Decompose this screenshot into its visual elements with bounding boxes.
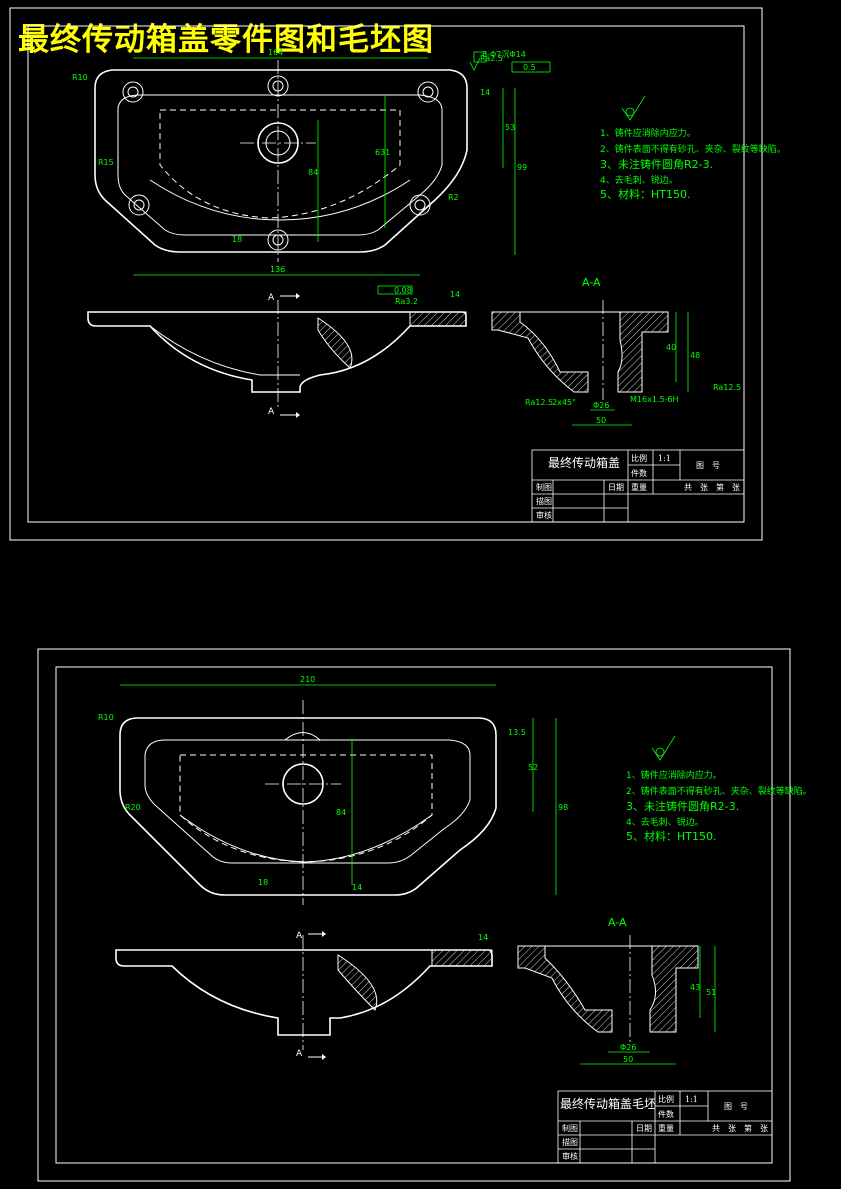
dim-d26: Φ26 — [593, 401, 609, 410]
sheet2-dim-98: 98 — [558, 803, 568, 812]
sheet1-tb-review-label: 审核 — [536, 510, 552, 520]
sheet2-tb-check-label: 描图 — [562, 1137, 578, 1147]
sheet2-inner-border — [55, 666, 773, 1164]
sheet2-tb-weight-label: 重量 — [658, 1123, 674, 1133]
drawing-headline: 最终传动箱盖零件图和毛坯图 — [18, 22, 434, 58]
sheet2-dim-18: 18 — [258, 878, 268, 887]
sheet2-tb-scale-label: 比例 — [658, 1094, 674, 1104]
sheet1-note-2: 2、铸件表面不得有砂孔、夹杂、裂纹等缺陷。 — [600, 143, 786, 155]
sheet2-note-4: 4、去毛刺、锐边。 — [626, 816, 704, 828]
sheet2-dim-14-front: 14 — [478, 933, 488, 942]
sheet1-plan-view: 164 136 99 53 631 84 18 14 R10 R15 R2 6-… — [72, 48, 551, 276]
dim-50: 50 — [596, 416, 606, 425]
dim-631: 631 — [375, 148, 390, 157]
sheet2-dim-50: 50 — [623, 1055, 633, 1064]
sheet1-technical-notes: 1、铸件应消除内应力。 2、铸件表面不得有砂孔、夹杂、裂纹等缺陷。 3、未注铸件… — [600, 95, 786, 201]
sheet2-title-block: 最终传动箱盖毛坯 比例 1:1 件数 图 号 制图 日期 重量 共 张 第 张 … — [557, 1090, 773, 1164]
sheet2-dim-51: 51 — [706, 988, 716, 997]
sheet2-note-1: 1、铸件应消除内应力。 — [626, 769, 722, 781]
dim-chamfer: 2x45° — [552, 398, 576, 407]
sheet1-tb-weight-label: 重量 — [631, 482, 647, 492]
sheet2-tb-scale: 1:1 — [685, 1095, 698, 1104]
sheet2-outer-border — [37, 648, 791, 1182]
dim-99: 99 — [517, 163, 527, 172]
sheet1-tb-drawn-label: 制图 — [536, 482, 552, 492]
section-mark-top: A — [268, 293, 275, 303]
dim-14: 14 — [480, 88, 490, 97]
dim-r2: R2 — [448, 193, 459, 202]
sheet2-tb-drawn-label: 制图 — [562, 1123, 578, 1133]
sheet-2-blank-drawing: 210 98 52 13.5 84 18 14 R10 R20 A A 14 — [37, 648, 812, 1182]
dim-136: 136 — [270, 265, 285, 274]
sheet1-outer-border — [9, 7, 763, 541]
sheet2-tb-pieces-label: 件数 — [658, 1109, 674, 1119]
dim-ra32: Ra3.2 — [395, 297, 418, 306]
sheet-1-part-drawing: 164 136 99 53 631 84 18 14 R10 R15 R2 6-… — [9, 7, 786, 541]
sheet1-tb-scale: 1:1 — [658, 454, 671, 463]
sheet2-note-3: 3、未注铸件圆角R2-3. — [626, 799, 739, 813]
sheet1-tb-scale-label: 比例 — [631, 453, 647, 463]
sheet2-dim-210: 210 — [300, 675, 315, 684]
sheet1-tb-title: 最终传动箱盖 — [548, 455, 620, 470]
sheet1-note-5: 5、材料：HT150. — [600, 187, 690, 201]
sheet1-section-label: A-A — [582, 276, 601, 289]
dim-84: 84 — [308, 168, 318, 177]
sheet2-front-view: A A 14 — [115, 931, 493, 1060]
sheet1-note-3: 3、未注铸件圆角R2-3. — [600, 157, 713, 171]
sheet2-technical-notes: 1、铸件应消除内应力。 2、铸件表面不得有砂孔、夹杂、裂纹等缺陷。 3、未注铸件… — [626, 735, 812, 843]
dim-48: 48 — [690, 351, 700, 360]
sheet2-section-mark-bottom: A — [296, 1049, 303, 1059]
sheet2-dim-14: 14 — [352, 883, 362, 892]
sheet1-title-block: 最终传动箱盖 比例 1:1 件数 图 号 制图 日期 重量 共 张 第 张 描图… — [531, 449, 745, 523]
dim-ra125-right: Ra12.5 — [713, 383, 741, 392]
dim-r10: R10 — [72, 73, 88, 82]
dim-pos: 0.5 — [523, 63, 536, 72]
dim-18: 18 — [232, 235, 242, 244]
sheet2-dim-d26: Φ26 — [620, 1043, 636, 1052]
sheet2-section-mark-top: A — [296, 931, 303, 941]
sheet1-tb-sheets-label: 共 张 第 张 — [684, 482, 740, 492]
sheet2-dim-84: 84 — [336, 808, 346, 817]
sheet1-section-aa: A-A 48 40 50 Φ26 M16x1.5-6H 2x45° Ra12.5… — [491, 276, 741, 426]
sheet2-dim-r20: R20 — [125, 803, 141, 812]
section-mark-bottom: A — [268, 407, 275, 417]
dim-holes: 6-Φ7沉Φ14 — [482, 50, 526, 59]
sheet2-section-aa: A-A 51 43 50 Φ26 — [517, 916, 716, 1065]
sheet2-dim-43: 43 — [690, 983, 700, 992]
sheet1-front-view: A A 0.08 Ra3.2 14 — [87, 285, 467, 418]
sheet1-inner-border — [27, 25, 745, 523]
dim-r15: R15 — [98, 158, 114, 167]
sheet2-plan-view: 210 98 52 13.5 84 18 14 R10 R20 — [98, 675, 568, 905]
dim-thread: M16x1.5-6H — [630, 395, 679, 404]
sheet1-note-4: 4、去毛刺、锐边。 — [600, 174, 678, 186]
dim-14-front: 14 — [450, 290, 460, 299]
sheet1-note-1: 1、铸件应消除内应力。 — [600, 127, 696, 139]
sheet2-section-label: A-A — [608, 916, 627, 929]
dim-53: 53 — [505, 123, 515, 132]
dim-flatness: 0.08 — [394, 286, 412, 295]
sheet1-tb-drawing-label: 图 号 — [696, 461, 720, 470]
sheet2-note-5: 5、材料：HT150. — [626, 829, 716, 843]
sheet2-tb-review-label: 审核 — [562, 1151, 578, 1161]
sheet2-dim-r10: R10 — [98, 713, 114, 722]
sheet1-tb-check-label: 描图 — [536, 496, 552, 506]
sheet2-tb-title: 最终传动箱盖毛坯 — [560, 1096, 656, 1111]
sheet2-tb-date-label: 日期 — [636, 1124, 652, 1133]
sheet2-tb-drawing-label: 图 号 — [724, 1102, 748, 1111]
sheet1-tb-date-label: 日期 — [608, 483, 624, 492]
sheet2-tb-sheets-label: 共 张 第 张 — [712, 1123, 768, 1133]
dim-ra125-left: Ra12.5 — [525, 398, 553, 407]
dim-ra25: Ra2.5 — [480, 54, 503, 63]
dim-164: 164 — [268, 48, 283, 57]
sheet2-note-2: 2、铸件表面不得有砂孔、夹杂、裂纹等缺陷。 — [626, 785, 812, 797]
sheet1-tb-pieces-label: 件数 — [631, 468, 647, 478]
sheet2-dim-52: 52 — [528, 763, 538, 772]
sheet2-dim-13: 13.5 — [508, 728, 526, 737]
dim-40: 40 — [666, 343, 676, 352]
